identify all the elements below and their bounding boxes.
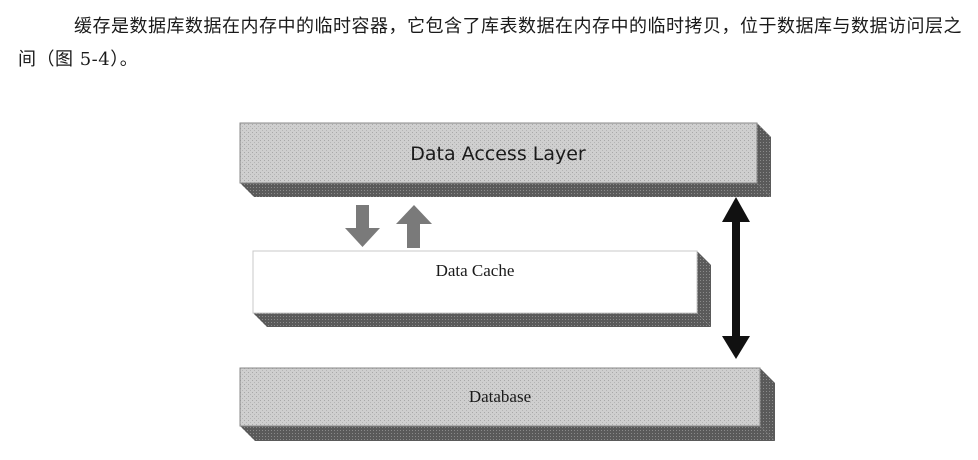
database-label: Database [469,387,531,406]
data-access-layer-box: Data Access Layer [239,122,771,197]
up-arrow-icon [396,205,432,248]
data-access-layer-label: Data Access Layer [410,143,586,165]
data-cache-box: Data Cache [252,250,711,327]
database-box: Database [239,367,775,441]
data-cache-label: Data Cache [436,261,515,280]
body-paragraph: 缓存是数据库数据在内存中的临时容器，它包含了库表数据在内存中的临时拷贝，位于数据… [18,16,962,70]
double-arrow-icon [722,197,750,359]
down-arrow-icon [345,205,380,247]
